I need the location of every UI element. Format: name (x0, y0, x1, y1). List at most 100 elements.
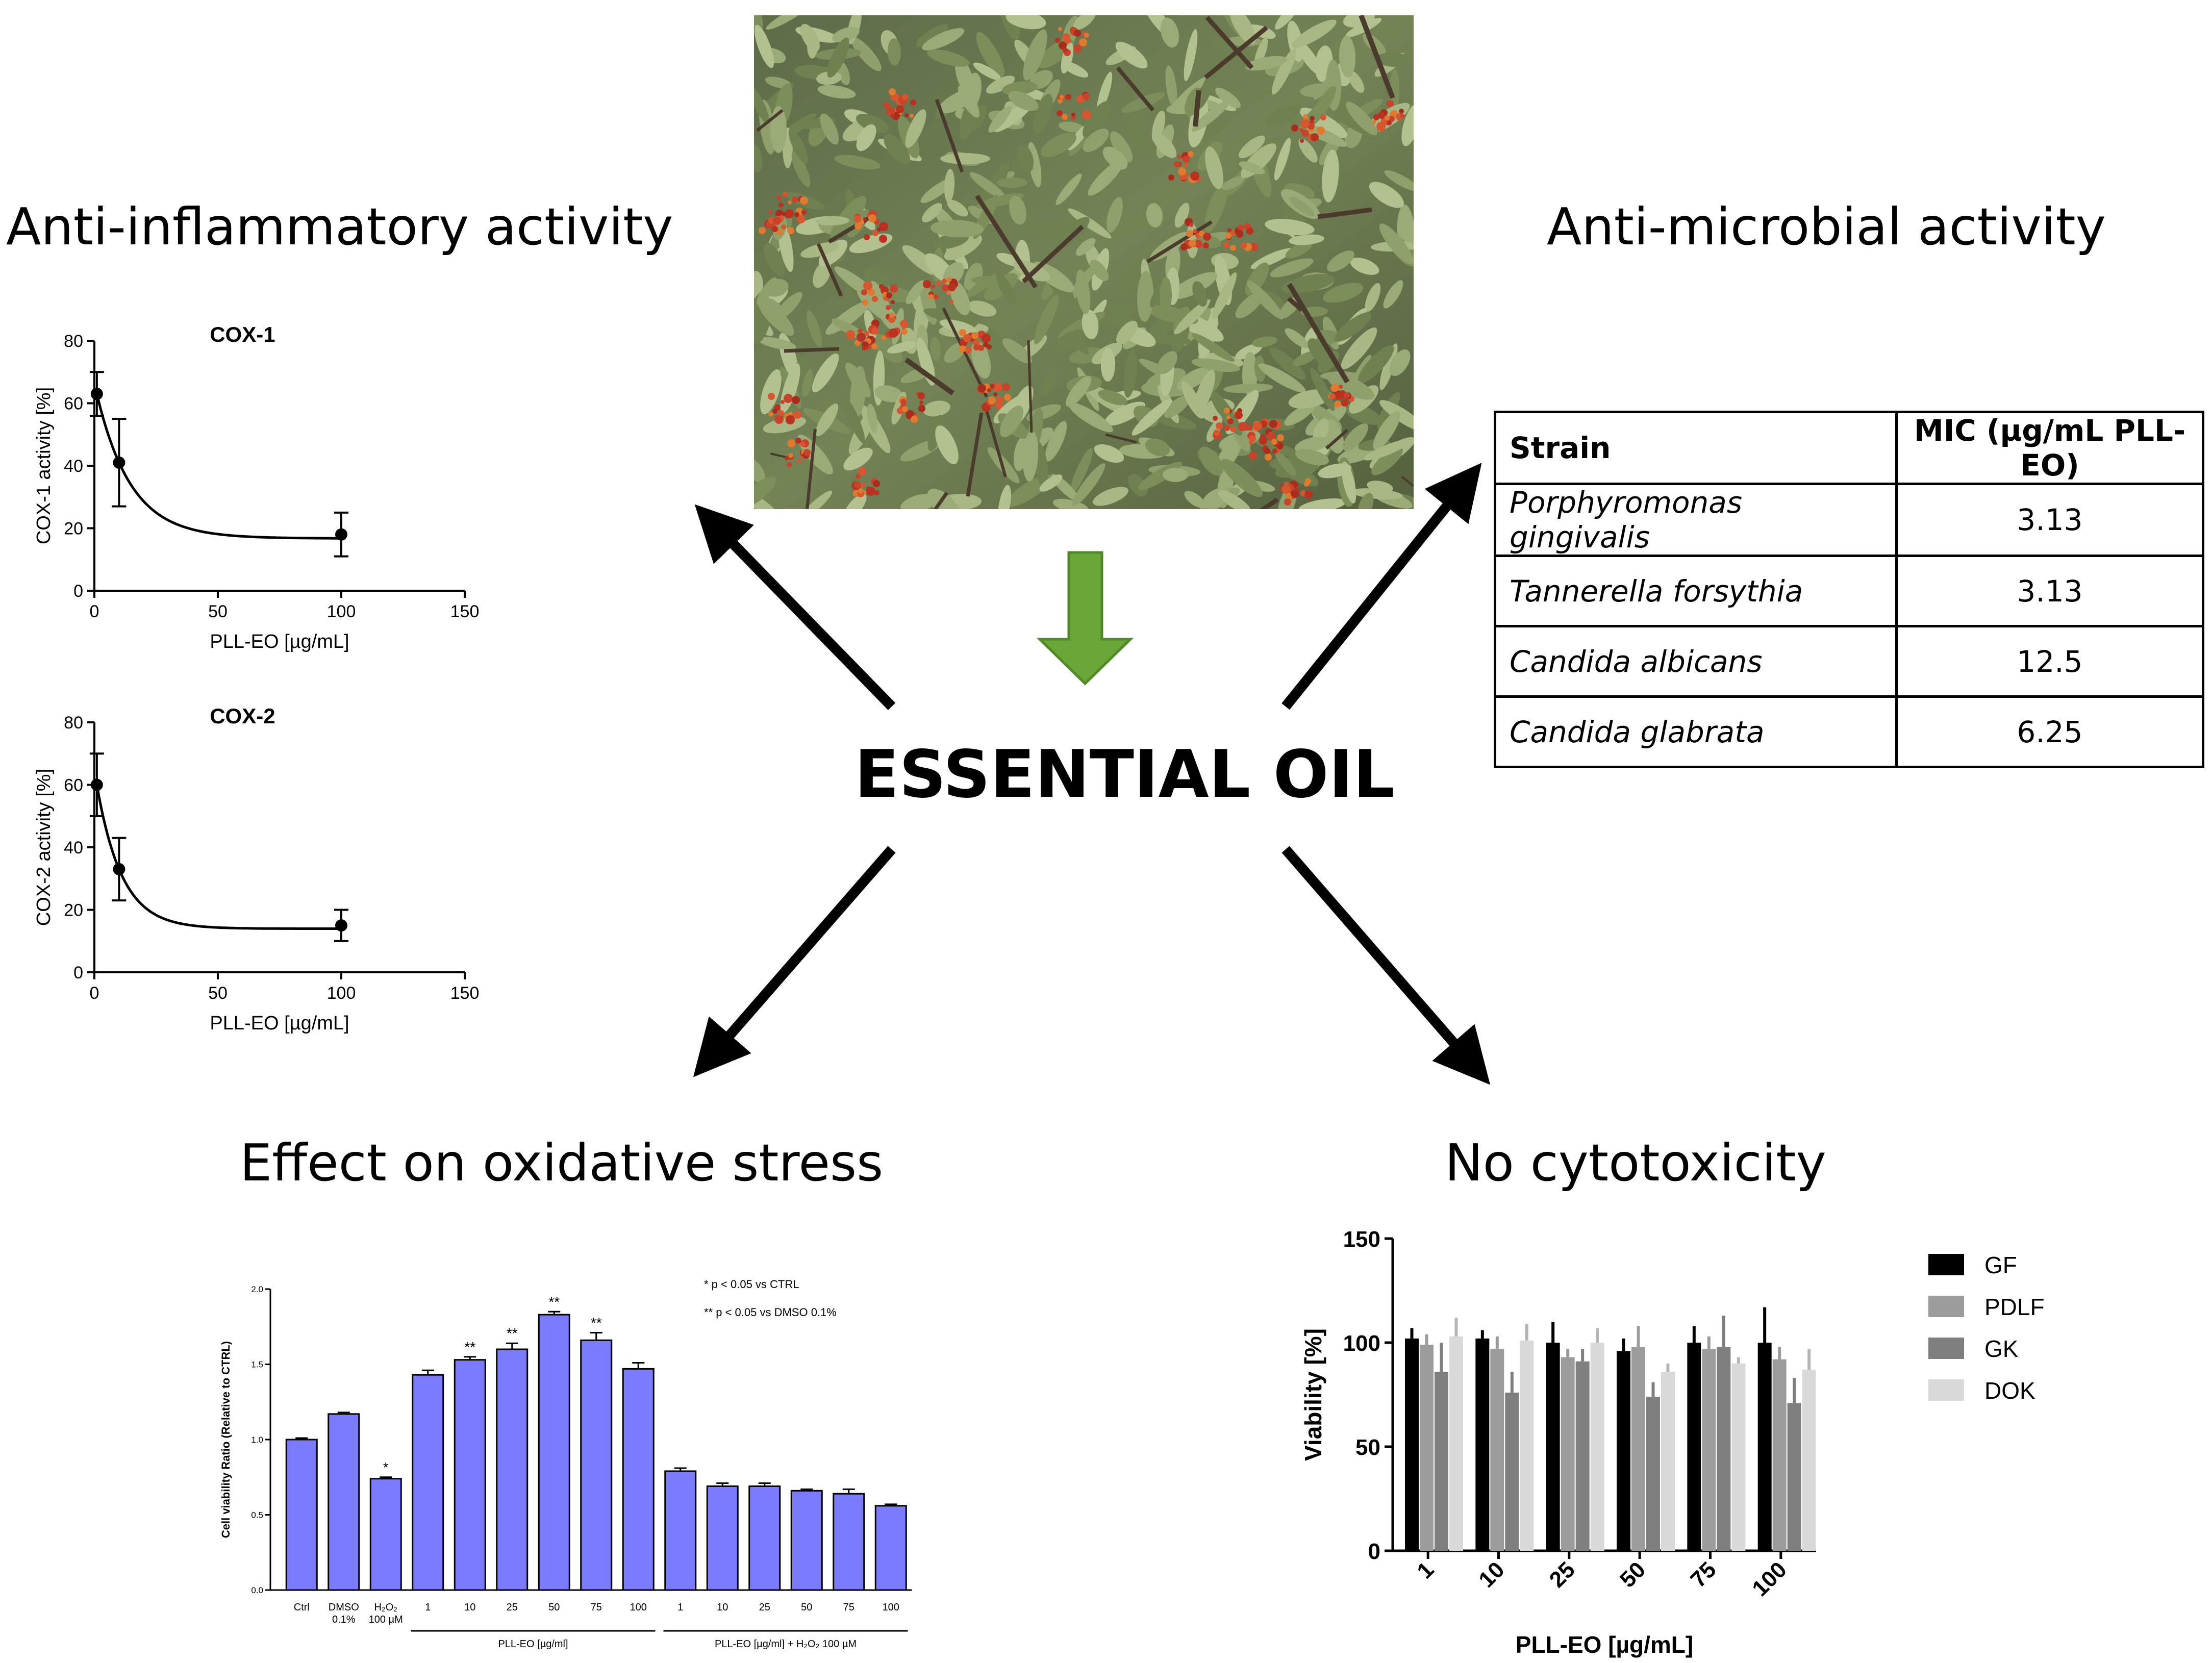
branch (756, 109, 784, 132)
berry (1304, 490, 1313, 498)
berry (1284, 498, 1291, 506)
berry (846, 330, 855, 339)
leaf (1313, 72, 1338, 100)
leaf (1045, 421, 1067, 462)
berry (797, 215, 805, 223)
leaf (856, 124, 876, 152)
leaf (1285, 328, 1309, 348)
strain-cell: Porphyromonas gingivalis (1494, 483, 1898, 557)
berry (901, 329, 908, 335)
leaf (944, 169, 955, 203)
branch (1325, 429, 1348, 450)
legend-swatch (1928, 1379, 1964, 1401)
legend-swatch (1928, 1254, 1964, 1275)
berry (1344, 392, 1350, 398)
leaf (940, 153, 990, 164)
x-tick-label: 100 (883, 1602, 899, 1613)
branch (1105, 433, 1137, 444)
leaf (1023, 29, 1047, 81)
data-point (335, 919, 347, 932)
berry (1084, 33, 1089, 38)
plant-photo-drawing (754, 15, 1414, 509)
leaf (834, 266, 879, 300)
berry (959, 345, 966, 352)
anti-microbial-heading: Anti-microbial activity (1547, 197, 2106, 257)
leaf (1379, 223, 1414, 264)
berry (1227, 228, 1231, 232)
leaf (998, 485, 1011, 509)
leaf (1055, 173, 1082, 205)
x-tick-label: 1 (425, 1602, 431, 1613)
berry (1238, 422, 1247, 431)
chart-title: COX-2 (210, 704, 275, 728)
bar (874, 1505, 907, 1591)
berry (768, 393, 775, 400)
plant-photo (754, 15, 1414, 509)
leaf (944, 234, 983, 261)
berry (1004, 394, 1011, 401)
leaf (754, 476, 776, 508)
berry (978, 384, 986, 392)
berry (1277, 434, 1284, 441)
berry (1002, 383, 1010, 391)
leaf (1174, 299, 1211, 335)
berry (857, 333, 866, 342)
leaf (1379, 400, 1414, 432)
berry (886, 292, 892, 298)
leaf (1072, 463, 1105, 507)
x-tick-label: 25 (507, 1602, 518, 1613)
legend-label: GF (1984, 1252, 2017, 1278)
bar (1772, 1359, 1787, 1551)
mic-header-value: MIC (µg/mL PLL-EO) (1895, 411, 2204, 485)
leaf (1197, 67, 1217, 109)
berry (1063, 47, 1068, 53)
y-axis-label: COX-2 activity [%] (33, 769, 55, 926)
x-axis-label: PLL-EO [µg/mL] (1516, 1631, 1693, 1658)
mic-cell: 6.25 (1895, 695, 2204, 768)
leaf (1322, 149, 1339, 203)
leaf (1116, 320, 1138, 345)
leaf (1123, 349, 1138, 398)
bar (790, 1490, 823, 1591)
berry (877, 228, 881, 232)
leaf (1100, 348, 1116, 382)
berry (948, 283, 956, 291)
bar (1520, 1340, 1534, 1551)
leaf (760, 369, 782, 415)
berry (1230, 426, 1236, 432)
y-axis-label: Cell viability Ratio (Relative to CTRL) (219, 1341, 232, 1538)
leaf (802, 369, 813, 397)
berry (1223, 242, 1229, 248)
berry (1310, 116, 1315, 121)
leaf (856, 114, 889, 133)
berry (871, 343, 877, 349)
leaf (1204, 181, 1228, 233)
berry (797, 459, 801, 463)
berry (982, 334, 991, 343)
berry (872, 296, 878, 302)
leaf (1075, 269, 1091, 314)
leaf (1017, 144, 1034, 173)
x-tick-label: 10 (1474, 1557, 1509, 1592)
berry (902, 406, 908, 412)
berry (1376, 122, 1386, 131)
x-tick-label: 100 (327, 984, 356, 1003)
berry (1373, 114, 1379, 120)
leaf (754, 144, 763, 172)
berry (774, 415, 784, 424)
leaf (789, 129, 808, 164)
leaf (1009, 195, 1026, 225)
berry (1184, 163, 1188, 167)
leaf (1040, 132, 1077, 158)
branch (1027, 340, 1033, 433)
bar (1561, 1357, 1575, 1551)
leaf (967, 300, 997, 317)
leaf (1342, 423, 1369, 451)
berry (886, 305, 891, 310)
x-tick-label: 75 (591, 1602, 602, 1613)
berry (1335, 392, 1342, 399)
mic-table-header: Strain MIC (µg/mL PLL-EO) (1494, 411, 2204, 485)
bar (1757, 1343, 1772, 1551)
leaf (1205, 146, 1223, 189)
berry (973, 344, 979, 350)
